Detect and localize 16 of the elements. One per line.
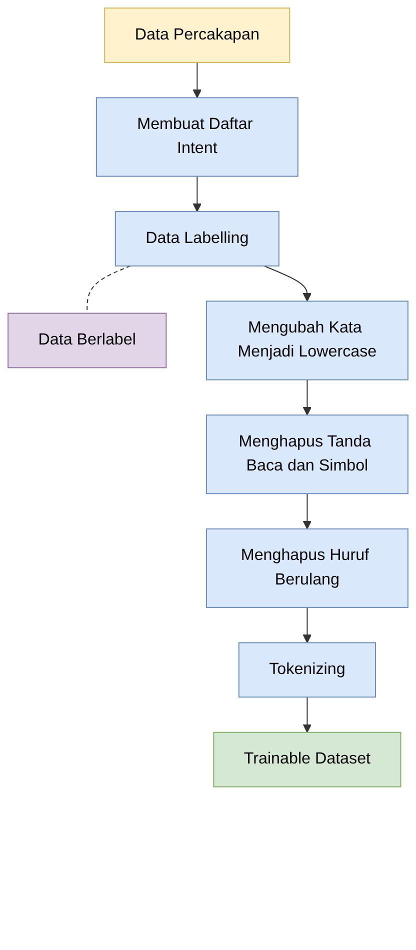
node-box: Data Berlabel <box>8 312 167 368</box>
node-box: Mengubah Kata Menjadi Lowercase <box>206 300 408 380</box>
arrow <box>302 494 312 530</box>
arrow <box>192 176 202 212</box>
node-box: Menghapus Tanda Baca dan Simbol <box>206 414 408 494</box>
node-box: Membuat Daftar Intent <box>96 97 298 177</box>
arrow <box>264 265 312 302</box>
node-box: Tokenizing <box>238 642 376 698</box>
arrow <box>302 380 312 416</box>
node-box: Data Labelling <box>114 211 280 266</box>
node-box: Trainable Dataset <box>213 732 402 788</box>
node-box: Data Percakapan <box>104 8 290 63</box>
arrow <box>302 697 312 733</box>
node-box: Menghapus Huruf Berulang <box>206 528 408 608</box>
arrow <box>192 62 202 98</box>
arrow <box>302 607 312 644</box>
